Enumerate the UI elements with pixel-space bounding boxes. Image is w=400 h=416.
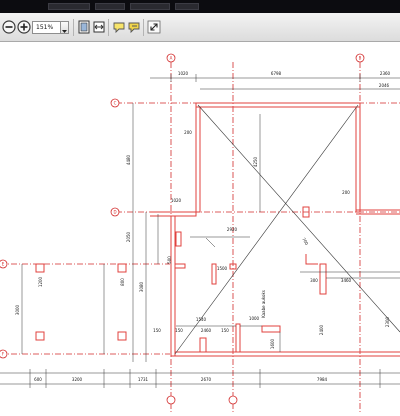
axis-bubble bbox=[166, 395, 176, 405]
svg-text:C: C bbox=[114, 101, 117, 106]
axis-bubbles: A B C D E F bbox=[0, 53, 365, 405]
svg-text:2400: 2400 bbox=[319, 324, 324, 335]
fit-width-icon[interactable] bbox=[92, 20, 106, 34]
svg-text:1200: 1200 bbox=[38, 276, 43, 287]
axis-bubble: F bbox=[0, 349, 8, 359]
svg-text:150: 150 bbox=[175, 328, 183, 333]
zoom-in-icon[interactable] bbox=[17, 20, 31, 34]
svg-text:500: 500 bbox=[167, 256, 172, 264]
svg-text:B: B bbox=[359, 56, 362, 61]
inner-lines bbox=[157, 114, 400, 352]
svg-text:300: 300 bbox=[310, 278, 318, 283]
title-tab[interactable] bbox=[48, 3, 90, 10]
svg-text:800: 800 bbox=[120, 278, 125, 286]
chevron-down-icon bbox=[62, 30, 67, 33]
fit-page-icon[interactable] bbox=[77, 20, 91, 34]
zoom-out-icon[interactable] bbox=[2, 20, 16, 34]
toolbar-separator bbox=[73, 19, 74, 36]
diagonal-lines bbox=[174, 104, 400, 355]
svg-text:700: 700 bbox=[301, 237, 309, 247]
svg-text:2920: 2920 bbox=[227, 227, 238, 232]
walls bbox=[35, 102, 400, 357]
axis-bubble: A bbox=[166, 53, 176, 63]
svg-text:D: D bbox=[113, 210, 116, 215]
highlight-icon[interactable] bbox=[127, 20, 141, 34]
comment-icon[interactable] bbox=[112, 20, 126, 34]
svg-text:Kaabe aukoks: Kaabe aukoks bbox=[261, 290, 266, 318]
svg-text:200: 200 bbox=[342, 190, 350, 195]
svg-text:F: F bbox=[2, 352, 5, 357]
title-tab[interactable] bbox=[95, 3, 125, 10]
svg-text:4480: 4480 bbox=[126, 154, 131, 165]
svg-text:4250: 4250 bbox=[253, 156, 258, 167]
expand-icon[interactable] bbox=[147, 20, 161, 34]
svg-text:A: A bbox=[170, 56, 173, 61]
svg-text:3460: 3460 bbox=[341, 278, 352, 283]
svg-text:1000: 1000 bbox=[249, 316, 260, 321]
svg-text:2046: 2046 bbox=[379, 83, 390, 88]
svg-text:600: 600 bbox=[34, 377, 42, 382]
svg-text:3080: 3080 bbox=[139, 281, 144, 292]
svg-text:2050: 2050 bbox=[126, 231, 131, 242]
window-title-bar bbox=[0, 0, 400, 13]
svg-text:3000: 3000 bbox=[15, 304, 20, 315]
svg-text:2460: 2460 bbox=[201, 328, 212, 333]
svg-text:150: 150 bbox=[153, 328, 161, 333]
svg-text:1500: 1500 bbox=[217, 266, 228, 271]
floor-plan-drawing: A B C D E F bbox=[0, 53, 400, 412]
toolbar-separator bbox=[143, 19, 144, 36]
svg-text:3200: 3200 bbox=[72, 377, 83, 382]
axis-bubble: C bbox=[110, 98, 120, 108]
title-tab[interactable] bbox=[175, 3, 199, 10]
viewer-toolbar: 151% bbox=[0, 13, 400, 42]
svg-text:7984: 7984 bbox=[317, 377, 328, 382]
svg-text:1020: 1020 bbox=[171, 198, 182, 203]
svg-text:2300: 2300 bbox=[385, 316, 390, 327]
svg-text:1540: 1540 bbox=[196, 317, 207, 322]
svg-text:2670: 2670 bbox=[201, 377, 212, 382]
axis-bubble: B bbox=[355, 53, 365, 63]
axis-bubble: E bbox=[0, 259, 8, 269]
title-tab[interactable] bbox=[130, 3, 170, 10]
svg-text:1600: 1600 bbox=[270, 338, 275, 349]
zoom-dropdown-button[interactable] bbox=[60, 21, 69, 34]
svg-text:2360: 2360 bbox=[380, 71, 391, 76]
svg-text:1731: 1731 bbox=[138, 377, 149, 382]
svg-text:200: 200 bbox=[184, 130, 192, 135]
svg-text:1020: 1020 bbox=[178, 71, 189, 76]
toolbar-separator bbox=[108, 19, 109, 36]
svg-text:6798: 6798 bbox=[271, 71, 282, 76]
axis-bubble bbox=[228, 395, 238, 405]
drawing-canvas[interactable]: A B C D E F bbox=[0, 42, 400, 412]
dimension-labels: 1020 6798 2360 2046 4480 2050 3080 3000 … bbox=[15, 71, 391, 382]
svg-text:E: E bbox=[2, 262, 5, 267]
axis-bubble: D bbox=[110, 207, 120, 217]
svg-text:150: 150 bbox=[221, 328, 229, 333]
dimension-lines bbox=[0, 74, 400, 388]
